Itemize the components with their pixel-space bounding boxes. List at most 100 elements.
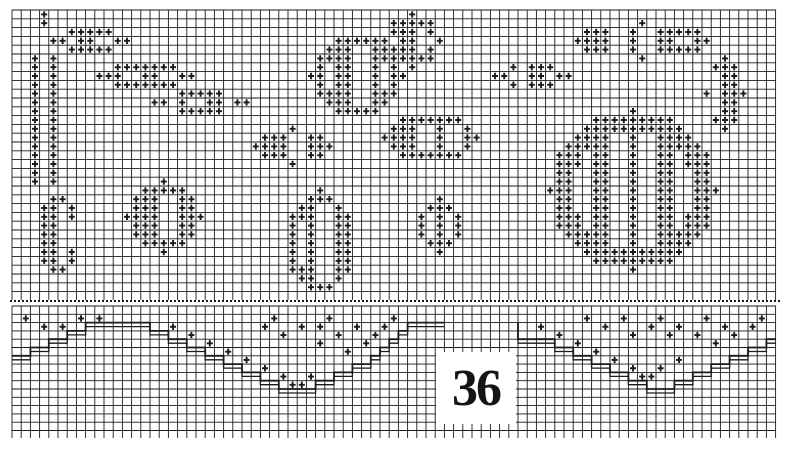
stitch-mark [437, 196, 443, 202]
stitch-mark [280, 134, 286, 140]
stitch-mark [593, 205, 599, 211]
stitch-mark [179, 196, 185, 202]
stitch-mark [602, 187, 608, 193]
stitch-mark [437, 222, 443, 228]
stitch-mark [685, 29, 691, 35]
stitch-mark [639, 126, 645, 132]
stitch-mark [336, 205, 342, 211]
stitch-mark [106, 73, 112, 79]
separator-dot [370, 300, 372, 302]
stitch-mark [630, 240, 636, 246]
stitch-mark [133, 64, 139, 70]
stitch-mark [161, 178, 167, 184]
stitch-mark [225, 348, 231, 354]
stitch-mark [179, 99, 185, 105]
separator-dot [502, 300, 504, 302]
stitch-mark [575, 340, 581, 346]
stitch-mark [602, 222, 608, 228]
stitch-mark [602, 214, 608, 220]
stitch-mark [575, 214, 581, 220]
stitch-mark [142, 82, 148, 88]
stitch-mark [667, 152, 673, 158]
separator-dot [110, 300, 112, 302]
stitch-mark [96, 46, 102, 52]
stitch-mark [566, 196, 572, 202]
stitch-mark [501, 73, 507, 79]
stitch-mark [556, 170, 562, 176]
stitch-mark [290, 258, 296, 264]
separator-dot [734, 300, 736, 302]
stitch-mark [198, 90, 204, 96]
stitch-mark [115, 38, 121, 44]
stitch-mark [179, 231, 185, 237]
stitch-mark [566, 178, 572, 184]
separator-dot [374, 300, 376, 302]
stitch-mark [694, 332, 700, 338]
stitch-mark [363, 38, 369, 44]
stitch-mark [602, 126, 608, 132]
stitch-mark [60, 38, 66, 44]
stitch-mark [280, 143, 286, 149]
separator-dot [210, 300, 212, 302]
stitch-mark [722, 82, 728, 88]
stitch-mark [593, 187, 599, 193]
stitch-mark [694, 29, 700, 35]
stitch-mark [621, 315, 627, 321]
stitch-mark [602, 152, 608, 158]
stitch-mark [317, 55, 323, 61]
stitch-mark [326, 46, 332, 52]
separator-dot [574, 300, 576, 302]
separator-dot [562, 300, 564, 302]
stitch-mark [704, 205, 710, 211]
stitch-mark [630, 222, 636, 228]
separator-dot [446, 300, 448, 302]
stitch-mark [409, 152, 415, 158]
stitch-mark [198, 108, 204, 114]
stitch-mark [409, 55, 415, 61]
stitch-mark [336, 99, 342, 105]
stitch-mark [41, 240, 47, 246]
separator-dot [470, 300, 472, 302]
stitch-mark [271, 134, 277, 140]
stitch-mark [336, 240, 342, 246]
stitch-mark [602, 117, 608, 123]
separator-dot [638, 300, 640, 302]
stitch-mark [722, 99, 728, 105]
separator-dot [430, 300, 432, 302]
stitch-mark [418, 214, 424, 220]
separator-dot [274, 300, 276, 302]
separator-dot [142, 300, 144, 302]
stitch-mark [694, 196, 700, 202]
stitch-mark [382, 55, 388, 61]
stitch-mark [418, 117, 424, 123]
stitch-mark [630, 152, 636, 158]
stitch-mark [216, 90, 222, 96]
stitch-mark [658, 126, 664, 132]
stitch-mark [133, 196, 139, 202]
stitch-mark [602, 143, 608, 149]
stitch-mark [50, 90, 56, 96]
stitch-mark [60, 196, 66, 202]
separator-dot [554, 300, 556, 302]
stitch-mark [446, 205, 452, 211]
separator-dot [290, 300, 292, 302]
separator-dot [174, 300, 176, 302]
stitch-mark [685, 143, 691, 149]
stitch-mark [437, 152, 443, 158]
stitch-mark [593, 143, 599, 149]
stitch-mark [317, 90, 323, 96]
stitch-mark [667, 170, 673, 176]
stitch-mark [612, 126, 618, 132]
stitch-mark [630, 266, 636, 272]
separator-dot [750, 300, 752, 302]
separator-dot [686, 300, 688, 302]
stitch-mark [529, 82, 535, 88]
separator-dot [166, 300, 168, 302]
stitch-mark [685, 134, 691, 140]
stitch-mark [602, 134, 608, 140]
stitch-mark [584, 231, 590, 237]
stitch-mark [584, 143, 590, 149]
separator-dot [598, 300, 600, 302]
separator-dot [534, 300, 536, 302]
separator-dot [378, 300, 380, 302]
